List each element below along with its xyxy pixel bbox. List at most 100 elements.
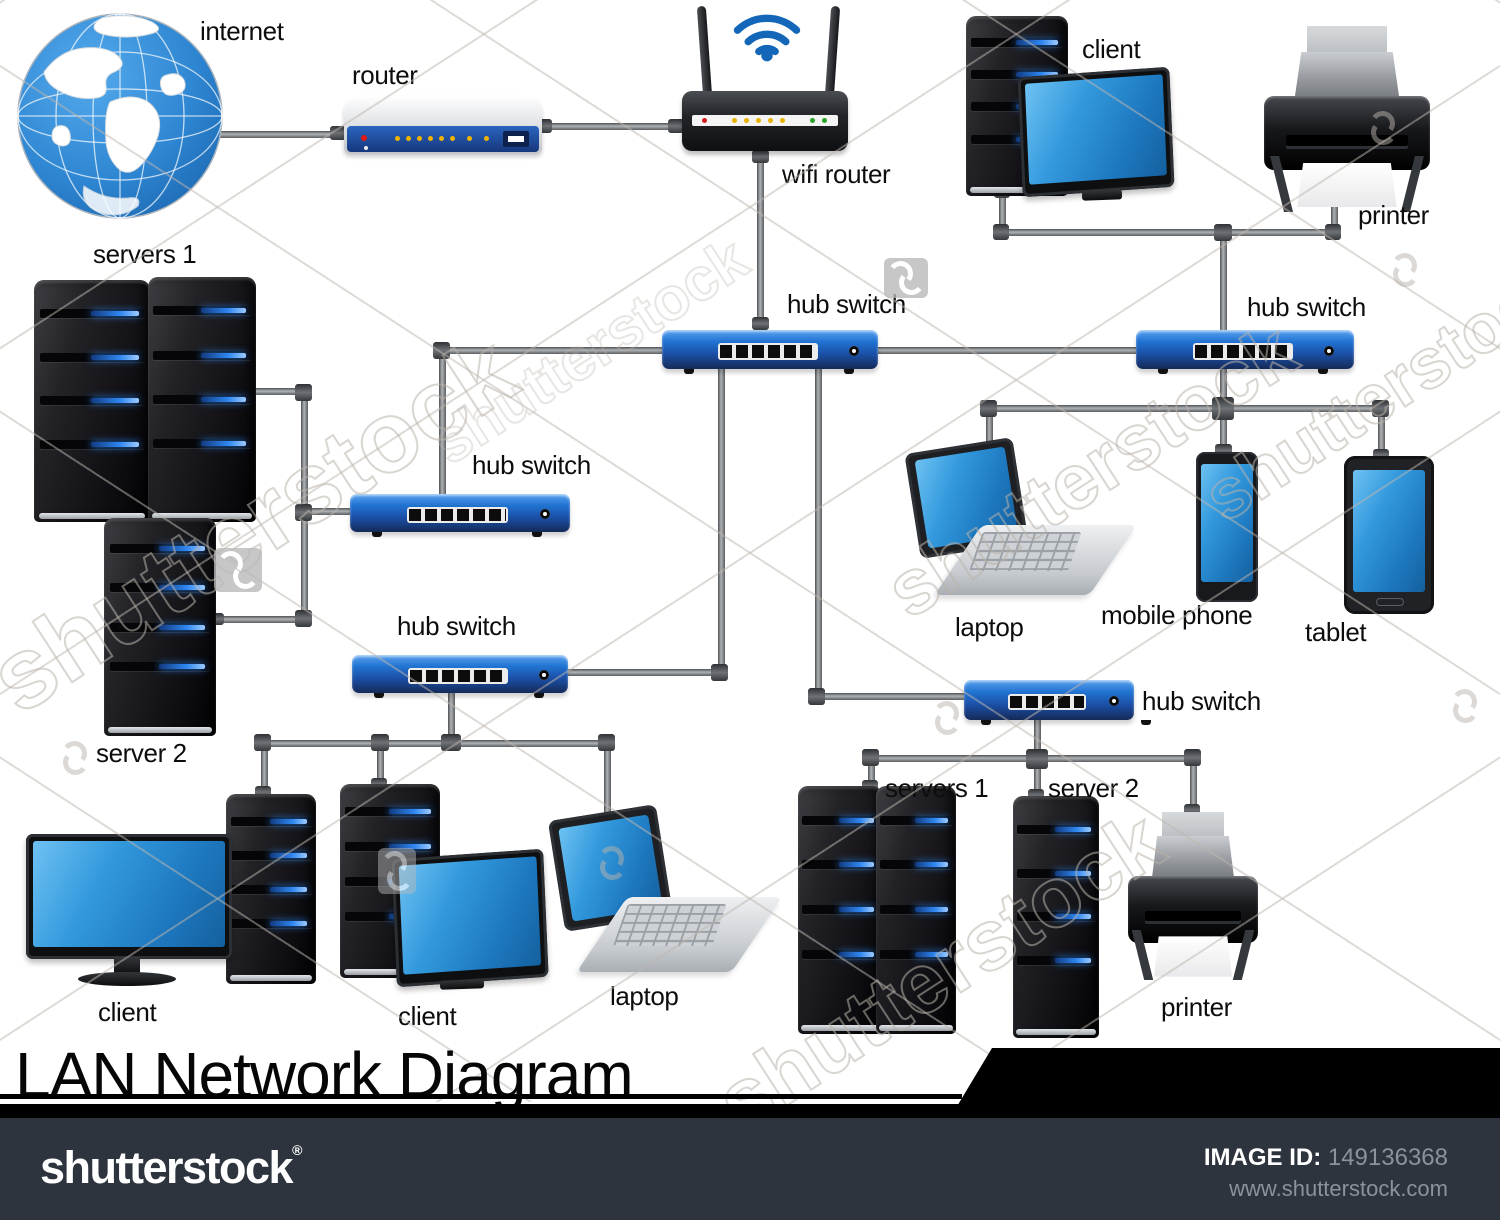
hub-switch-bottom-right <box>964 680 1134 725</box>
client-tower <box>226 794 316 984</box>
label-client: client <box>398 1001 457 1031</box>
cable-joint <box>711 664 728 681</box>
router-status-led <box>360 135 367 141</box>
cable <box>874 347 1140 354</box>
cable-connector <box>752 317 769 330</box>
label-printer: printer <box>1358 200 1429 230</box>
monitor-screen <box>1024 74 1167 185</box>
cable-joint <box>993 224 1009 240</box>
printer-output-slot <box>1285 135 1409 147</box>
printer-paper-output <box>1154 936 1232 977</box>
cable <box>447 347 665 354</box>
label-tablet: tablet <box>1305 617 1367 647</box>
wifi-antenna <box>824 5 841 99</box>
diagram-title: LAN Network Diagram <box>15 1039 634 1111</box>
ethernet-ports <box>1008 693 1087 711</box>
device-feet <box>683 369 694 374</box>
cable <box>820 693 966 700</box>
wifi-signal-icon <box>733 14 801 62</box>
hub-switch-right <box>1136 330 1354 374</box>
tablet-home-button <box>1376 598 1404 606</box>
tablet-device <box>1344 456 1434 614</box>
cable-joint <box>1026 749 1048 769</box>
cable-joint <box>433 342 450 359</box>
router-device <box>344 96 542 154</box>
cable <box>986 405 1382 412</box>
label-server-2: server 2 <box>1048 773 1139 803</box>
cable-joint <box>862 749 879 766</box>
monitor-base <box>78 972 176 986</box>
router-front-panel <box>346 126 540 152</box>
label-client: client <box>98 997 157 1027</box>
label-internet: internet <box>200 16 284 46</box>
ethernet-ports <box>718 343 818 360</box>
printer-device <box>1128 812 1258 980</box>
ethernet-ports <box>408 667 508 684</box>
registered-mark: ® <box>292 1142 302 1158</box>
cable <box>306 508 352 515</box>
ethernet-ports <box>407 506 509 523</box>
internet-globe <box>17 13 223 219</box>
monitor-screen <box>398 856 542 975</box>
wifi-antenna <box>696 5 713 99</box>
cable-joint <box>808 688 825 705</box>
tablet-screen <box>1353 470 1425 592</box>
cable-joint <box>441 734 461 751</box>
watermark-logo-icon <box>214 548 262 592</box>
cable <box>262 740 610 747</box>
wifi-router-led-strip <box>691 115 839 126</box>
monitor-stand <box>1081 189 1123 201</box>
cable-joint <box>295 384 312 401</box>
watermark-swirl-icon <box>58 738 92 778</box>
watermark-swirl-icon <box>930 698 964 738</box>
cable-joint <box>371 734 389 751</box>
watermark-swirl-icon <box>1448 686 1482 726</box>
label-servers-1: servers 1 <box>885 773 989 803</box>
cable-joint <box>295 610 312 627</box>
cable-joint <box>1372 400 1389 417</box>
power-button <box>1108 696 1119 706</box>
ethernet-ports <box>1192 343 1293 360</box>
label-client: client <box>1082 34 1141 64</box>
laptop-device <box>547 804 783 982</box>
printer-device <box>1264 26 1430 211</box>
label-servers-1: servers 1 <box>93 239 197 269</box>
footer-bar: shutterstock® IMAGE ID: 149136368 www.sh… <box>0 1118 1500 1220</box>
server-tower <box>34 280 150 522</box>
printer-output-slot <box>1144 911 1242 922</box>
watermark-swirl-icon <box>1388 250 1422 290</box>
device-feet <box>981 720 991 725</box>
label-hub-switch: hub switch <box>1247 292 1366 322</box>
printer-body <box>1264 96 1430 171</box>
cable <box>439 355 446 497</box>
server-tower <box>104 518 216 736</box>
title-underline <box>0 1094 962 1099</box>
cable-joint <box>295 504 312 521</box>
shutterstock-logo: shutterstock® <box>40 1142 302 1193</box>
server-tower <box>1013 796 1099 1038</box>
label-server-2: server 2 <box>96 738 187 768</box>
device-feet <box>1157 369 1168 374</box>
image-id: IMAGE ID: 149136368 <box>1203 1144 1448 1171</box>
cable <box>216 616 304 623</box>
label-laptop: laptop <box>955 612 1024 642</box>
server-tower <box>876 786 956 1034</box>
cable <box>757 148 764 332</box>
client-monitor <box>26 834 232 959</box>
cable <box>815 366 822 696</box>
printer-body <box>1128 875 1258 944</box>
label-hub-switch: hub switch <box>787 289 906 319</box>
router-uplink-port <box>503 131 530 147</box>
wifi-router-device <box>682 91 848 151</box>
power-button <box>538 670 549 681</box>
cable-joint <box>1184 749 1201 766</box>
client-monitor <box>391 848 549 988</box>
label-laptop: laptop <box>610 981 679 1011</box>
cable <box>566 669 722 676</box>
label-router: router <box>352 60 418 90</box>
client-monitor <box>1017 66 1175 198</box>
cable-joint <box>598 734 615 751</box>
label-hub-switch: hub switch <box>397 611 516 641</box>
black-divider-band <box>0 1104 1500 1118</box>
